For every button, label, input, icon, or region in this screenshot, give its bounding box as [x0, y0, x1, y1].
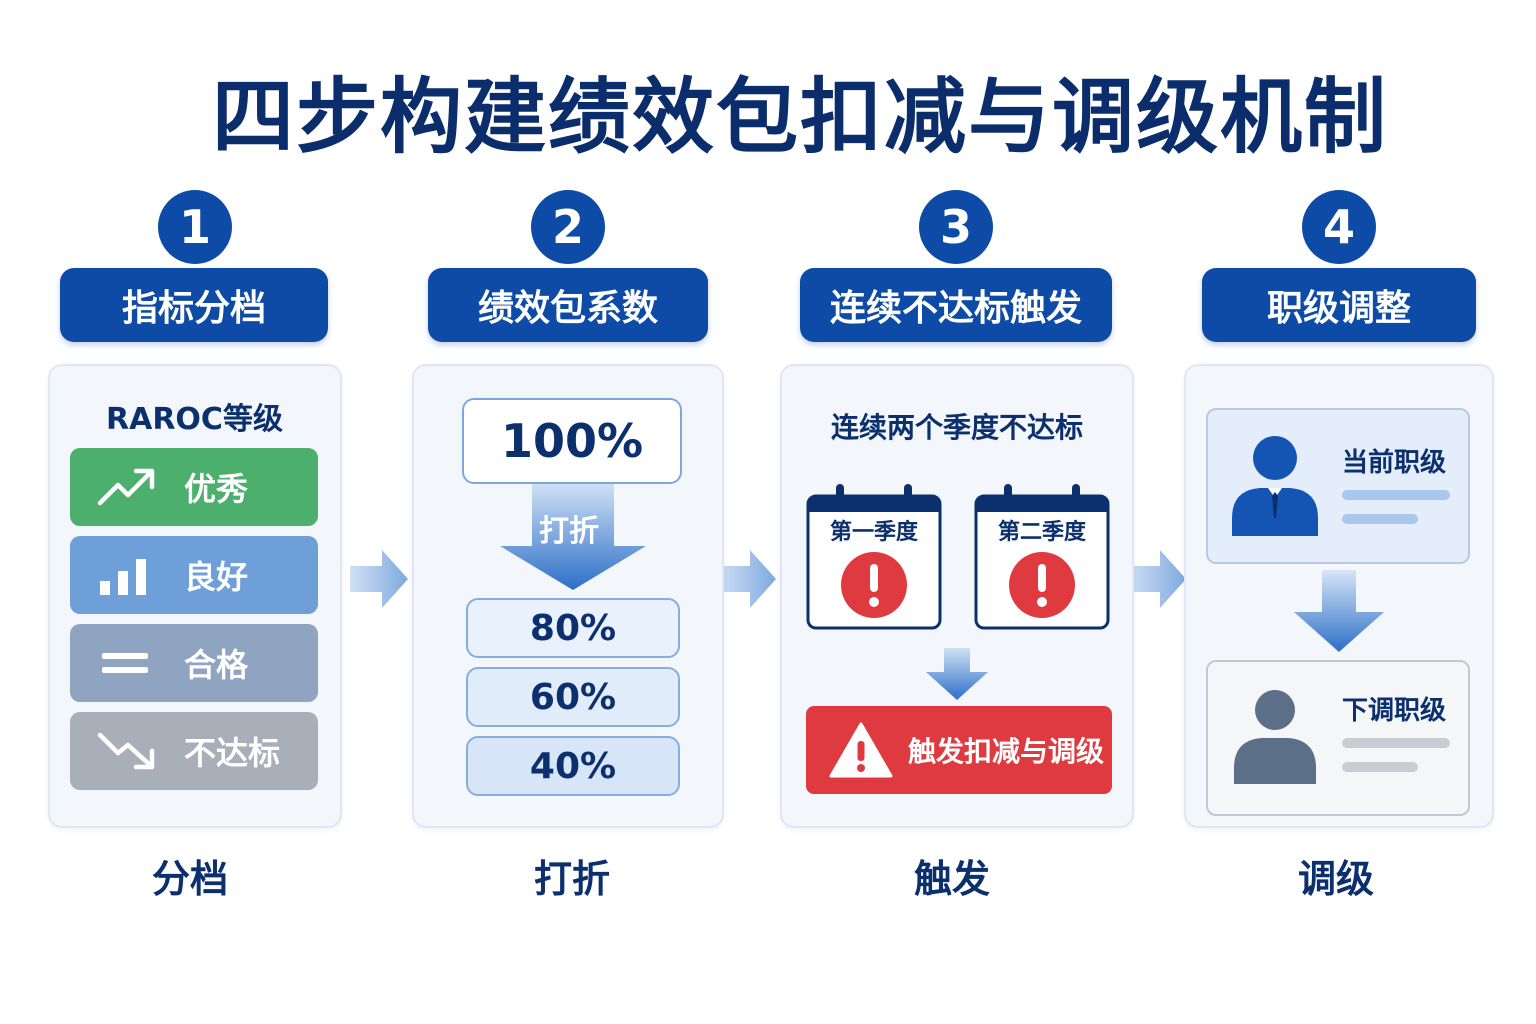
lowered-rank-card: 下调职级 — [1206, 660, 1470, 816]
person-icon — [1234, 690, 1316, 784]
step-2-caption: 打折 — [533, 857, 610, 901]
trend-down-icon — [96, 729, 168, 773]
tier-good: 良好 — [70, 536, 318, 614]
placeholder-line — [1342, 490, 1450, 500]
step-1-badge: 1 — [158, 190, 232, 264]
trend-up-icon — [96, 465, 168, 509]
step-4-caption: 调级 — [1297, 857, 1374, 901]
step-1-header: 指标分档 — [60, 268, 328, 342]
step-2-badge: 2 — [531, 190, 605, 264]
quarter-label: 第一季度 — [829, 520, 918, 545]
trigger-banner: 触发扣减与调级 — [806, 706, 1112, 794]
warning-triangle-icon — [829, 722, 893, 778]
trigger-label: 触发扣减与调级 — [908, 735, 1105, 768]
current-rank-label: 当前职级 — [1342, 448, 1447, 478]
arrow-right-icon — [1128, 550, 1186, 608]
equals-icon — [96, 641, 168, 685]
tier-pass: 合格 — [70, 624, 318, 702]
arrow-right-icon — [350, 550, 408, 608]
raroc-grade-label: RAROC等级 — [106, 402, 283, 437]
current-rank-card: 当前职级 — [1206, 408, 1470, 564]
step-2-panel: 100% 打折 80% 60% 40% — [412, 364, 724, 828]
step-2-header: 绩效包系数 — [428, 268, 708, 342]
step-3-caption: 触发 — [913, 857, 990, 901]
calendar-q1: 第一季度 — [806, 482, 942, 630]
condition-label: 连续两个季度不达标 — [830, 411, 1083, 444]
step-4-badge: 4 — [1302, 190, 1376, 264]
rate-box: 60% — [466, 667, 680, 727]
tier-label: 良好 — [184, 558, 249, 596]
discount-label: 打折 — [539, 514, 599, 549]
rate-box: 40% — [466, 736, 680, 796]
arrow-down-icon — [1294, 570, 1384, 652]
tier-excellent: 优秀 — [70, 448, 318, 526]
placeholder-line — [1342, 514, 1418, 524]
step-4-panel: 当前职级 下调职级 — [1184, 364, 1494, 828]
step-4-header: 职级调整 — [1202, 268, 1476, 342]
person-icon — [1232, 436, 1318, 536]
discount-arrow-icon — [500, 484, 646, 590]
step-1-caption: 分档 — [151, 857, 228, 901]
tier-label: 优秀 — [184, 470, 249, 508]
placeholder-line — [1342, 738, 1450, 748]
step-3-header: 连续不达标触发 — [800, 268, 1112, 342]
calendar-q2: 第二季度 — [974, 482, 1110, 630]
arrow-right-icon — [718, 550, 776, 608]
warning-circle-icon — [841, 552, 907, 618]
page-title: 四步构建绩效包扣减与调级机制 — [211, 70, 1388, 165]
step-3-panel: 连续两个季度不达标 第一季度 第二季度 — [780, 364, 1134, 828]
lowered-rank-label: 下调职级 — [1342, 696, 1447, 726]
placeholder-line — [1342, 762, 1418, 772]
bar-chart-icon — [96, 553, 168, 597]
tier-label: 不达标 — [184, 734, 281, 772]
tier-fail: 不达标 — [70, 712, 318, 790]
arrow-down-icon — [926, 648, 988, 700]
base-rate-box: 100% — [462, 398, 682, 484]
rate-box: 80% — [466, 598, 680, 658]
warning-circle-icon — [1009, 552, 1075, 618]
tier-label: 合格 — [184, 646, 249, 684]
step-1-panel: RAROC等级 优秀 良好 合格 不达标 — [48, 364, 342, 828]
quarter-label: 第二季度 — [997, 520, 1086, 545]
step-3-badge: 3 — [919, 190, 993, 264]
